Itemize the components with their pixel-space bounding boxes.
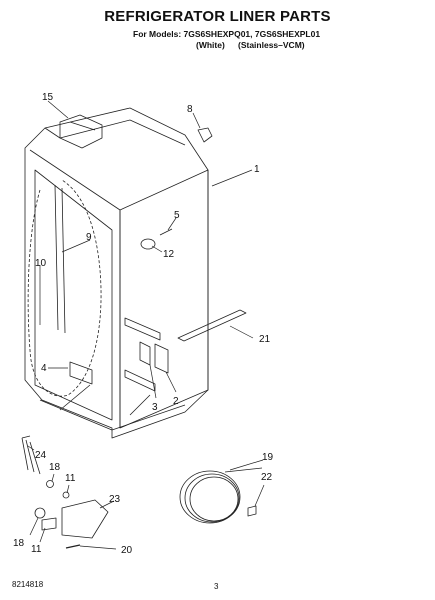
callout-1: 1 xyxy=(254,164,260,175)
shelf-rail xyxy=(54,184,66,334)
part-11-lower xyxy=(41,517,57,531)
callout-10: 10 xyxy=(35,258,47,269)
brackets-2-3 xyxy=(139,341,169,374)
liner-front-face xyxy=(119,169,209,429)
page-number: 3 xyxy=(214,582,219,591)
callout-9: 9 xyxy=(86,232,92,243)
callout-21: 21 xyxy=(259,334,271,345)
part-11-upper xyxy=(62,491,70,499)
part-12-ring xyxy=(140,238,156,250)
model-color-stainless: (Stainless–VCM) xyxy=(238,40,305,50)
part-number: 8214818 xyxy=(12,580,44,589)
callout-20: 20 xyxy=(121,545,133,556)
part-23-bracket xyxy=(61,499,109,539)
callout-5: 5 xyxy=(174,210,180,221)
models-line: For Models: 7GS6SHEXPQ01, 7GS6SHEXPL01 xyxy=(133,29,321,39)
callout-8: 8 xyxy=(187,104,193,115)
liner-top-edge xyxy=(29,119,186,211)
part-8 xyxy=(197,127,213,143)
callout-18-upper: 18 xyxy=(49,462,61,473)
callout-19: 19 xyxy=(262,452,274,463)
wire-harness xyxy=(21,435,41,475)
coiled-tubing xyxy=(179,467,263,524)
liner-inner-side xyxy=(34,169,113,421)
callout-2: 2 xyxy=(173,396,179,407)
part-5-screw xyxy=(159,228,173,236)
callout-4: 4 xyxy=(41,363,47,374)
light-housing xyxy=(59,114,103,149)
callout-11-lower: 11 xyxy=(31,544,42,555)
tubing-loop xyxy=(27,179,102,397)
part-18-upper xyxy=(46,480,54,488)
liner-outline xyxy=(24,107,209,439)
callout-18-lower: 18 xyxy=(13,538,25,549)
part-22 xyxy=(247,505,257,517)
part-4 xyxy=(69,361,93,385)
callout-23: 23 xyxy=(109,494,121,505)
callout-3: 3 xyxy=(152,402,158,413)
leader-lines xyxy=(27,100,265,550)
callout-11-upper: 11 xyxy=(65,473,76,484)
callout-12: 12 xyxy=(163,249,175,260)
callout-labels: 15 8 1 5 9 12 10 21 4 3 2 24 19 18 11 22… xyxy=(13,92,274,556)
callout-22: 22 xyxy=(261,472,273,483)
callout-15: 15 xyxy=(42,92,54,103)
model-color-white: (White) xyxy=(196,40,225,50)
part-20-screw xyxy=(65,544,81,549)
shelf-21 xyxy=(177,309,247,342)
callout-24: 24 xyxy=(35,450,47,461)
bottom-tray xyxy=(39,384,186,431)
page-title: REFRIGERATOR LINER PARTS xyxy=(104,8,331,25)
part-18-lower xyxy=(34,507,46,519)
